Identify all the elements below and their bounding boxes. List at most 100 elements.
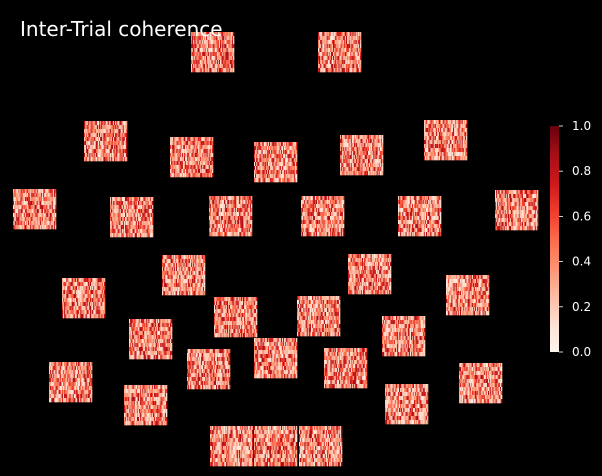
heatmap-cell [433,128,436,133]
heatmap-cell [231,196,233,201]
heatmap-cell [104,153,106,158]
heatmap-cell [447,132,450,137]
heatmap-cell [256,178,258,183]
heatmap-cell [524,218,526,223]
heatmap-cell [461,132,464,137]
heatmap-cell [528,226,530,231]
heatmap-cell [210,165,213,170]
heatmap-cell [324,216,327,221]
heatmap-cell [278,170,281,175]
heatmap-cell [106,137,108,142]
heatmap-cell [211,212,213,217]
heatmap-cell [192,56,194,61]
heatmap-cell [126,201,128,206]
heatmap-cell [535,222,538,227]
heatmap-cell [323,212,325,217]
heatmap-cell [333,68,335,73]
heatmap-cell [225,216,227,221]
heatmap-cell [95,157,98,162]
heatmap-cell [316,204,318,209]
heatmap-cell [430,148,432,153]
heatmap-cell [257,166,259,171]
heatmap-cell [228,64,231,69]
heatmap-cell [303,220,305,225]
heatmap-cell [209,36,211,41]
heatmap-cell [327,36,330,41]
heatmap-cell [221,56,223,61]
heatmap-cell [51,225,54,230]
heatmap-cell [31,217,33,222]
heatmap-cell [336,32,338,37]
heatmap-cell [362,155,364,160]
heatmap-cell [215,196,217,201]
heatmap-cell [441,124,443,129]
heatmap-cell [442,148,444,153]
heatmap-cell [340,196,343,201]
heatmap-cell [97,121,100,126]
heatmap-cell [411,220,414,225]
heatmap-cell [444,120,446,125]
heatmap-cell [302,208,304,213]
heatmap-cell [208,68,210,73]
heatmap-cell [316,216,318,221]
heatmap-cell [408,220,411,225]
heatmap-cell [340,232,343,237]
heatmap-cell [370,139,372,144]
heatmap-cell [501,194,503,199]
heatmap-cell [444,156,446,161]
heatmap-cell [326,200,329,205]
heatmap-cell [534,210,537,215]
heatmap-cell [129,225,131,230]
heatmap-cell [521,218,524,223]
heatmap-cell [191,40,193,45]
heatmap-cell [337,232,339,237]
heatmap-cell [197,145,200,150]
heatmap-cell [224,68,226,73]
heatmap-cell [97,149,100,154]
heatmap-cell [189,137,191,142]
heatmap-cell [266,166,269,171]
heatmap-cell [50,225,53,230]
heatmap-cell [293,142,296,147]
heatmap-cell [534,214,537,219]
heatmap-cell [495,198,497,203]
heatmap-cell [344,36,347,41]
heatmap-cell [340,36,342,41]
heatmap-cell [334,212,336,217]
heatmap-cell [501,218,503,223]
heatmap-cell [46,225,48,230]
heatmap-cell [234,232,237,237]
heatmap-cell [24,209,27,214]
sensor-tile-12 [301,196,345,237]
heatmap-cell [211,145,214,150]
heatmap-cell [465,156,468,161]
heatmap-cell [193,157,196,162]
heatmap-cell [516,218,518,223]
heatmap-cell [33,221,35,226]
heatmap-cell [335,52,337,57]
heatmap-cell [319,228,321,233]
heatmap-cell [429,152,431,157]
heatmap-cell [434,148,437,153]
heatmap-cell [323,68,325,73]
heatmap-cell [194,52,196,57]
heatmap-cell [328,40,331,45]
heatmap-cell [25,201,28,206]
heatmap-cell [180,161,183,166]
heatmap-cell [313,196,316,201]
heatmap-cell [500,206,502,211]
heatmap-cell [320,68,322,73]
heatmap-cell [463,136,466,141]
heatmap-cell [400,224,402,229]
heatmap-cell [194,36,196,41]
heatmap-cell [424,128,426,133]
heatmap-cell [406,208,408,213]
heatmap-cell [535,218,538,223]
heatmap-cell [310,220,313,225]
heatmap-cell [208,153,211,158]
heatmap-cell [359,135,361,140]
heatmap-cell [281,178,284,183]
heatmap-cell [285,174,287,179]
heatmap-cell [180,173,183,178]
heatmap-cell [243,208,245,213]
